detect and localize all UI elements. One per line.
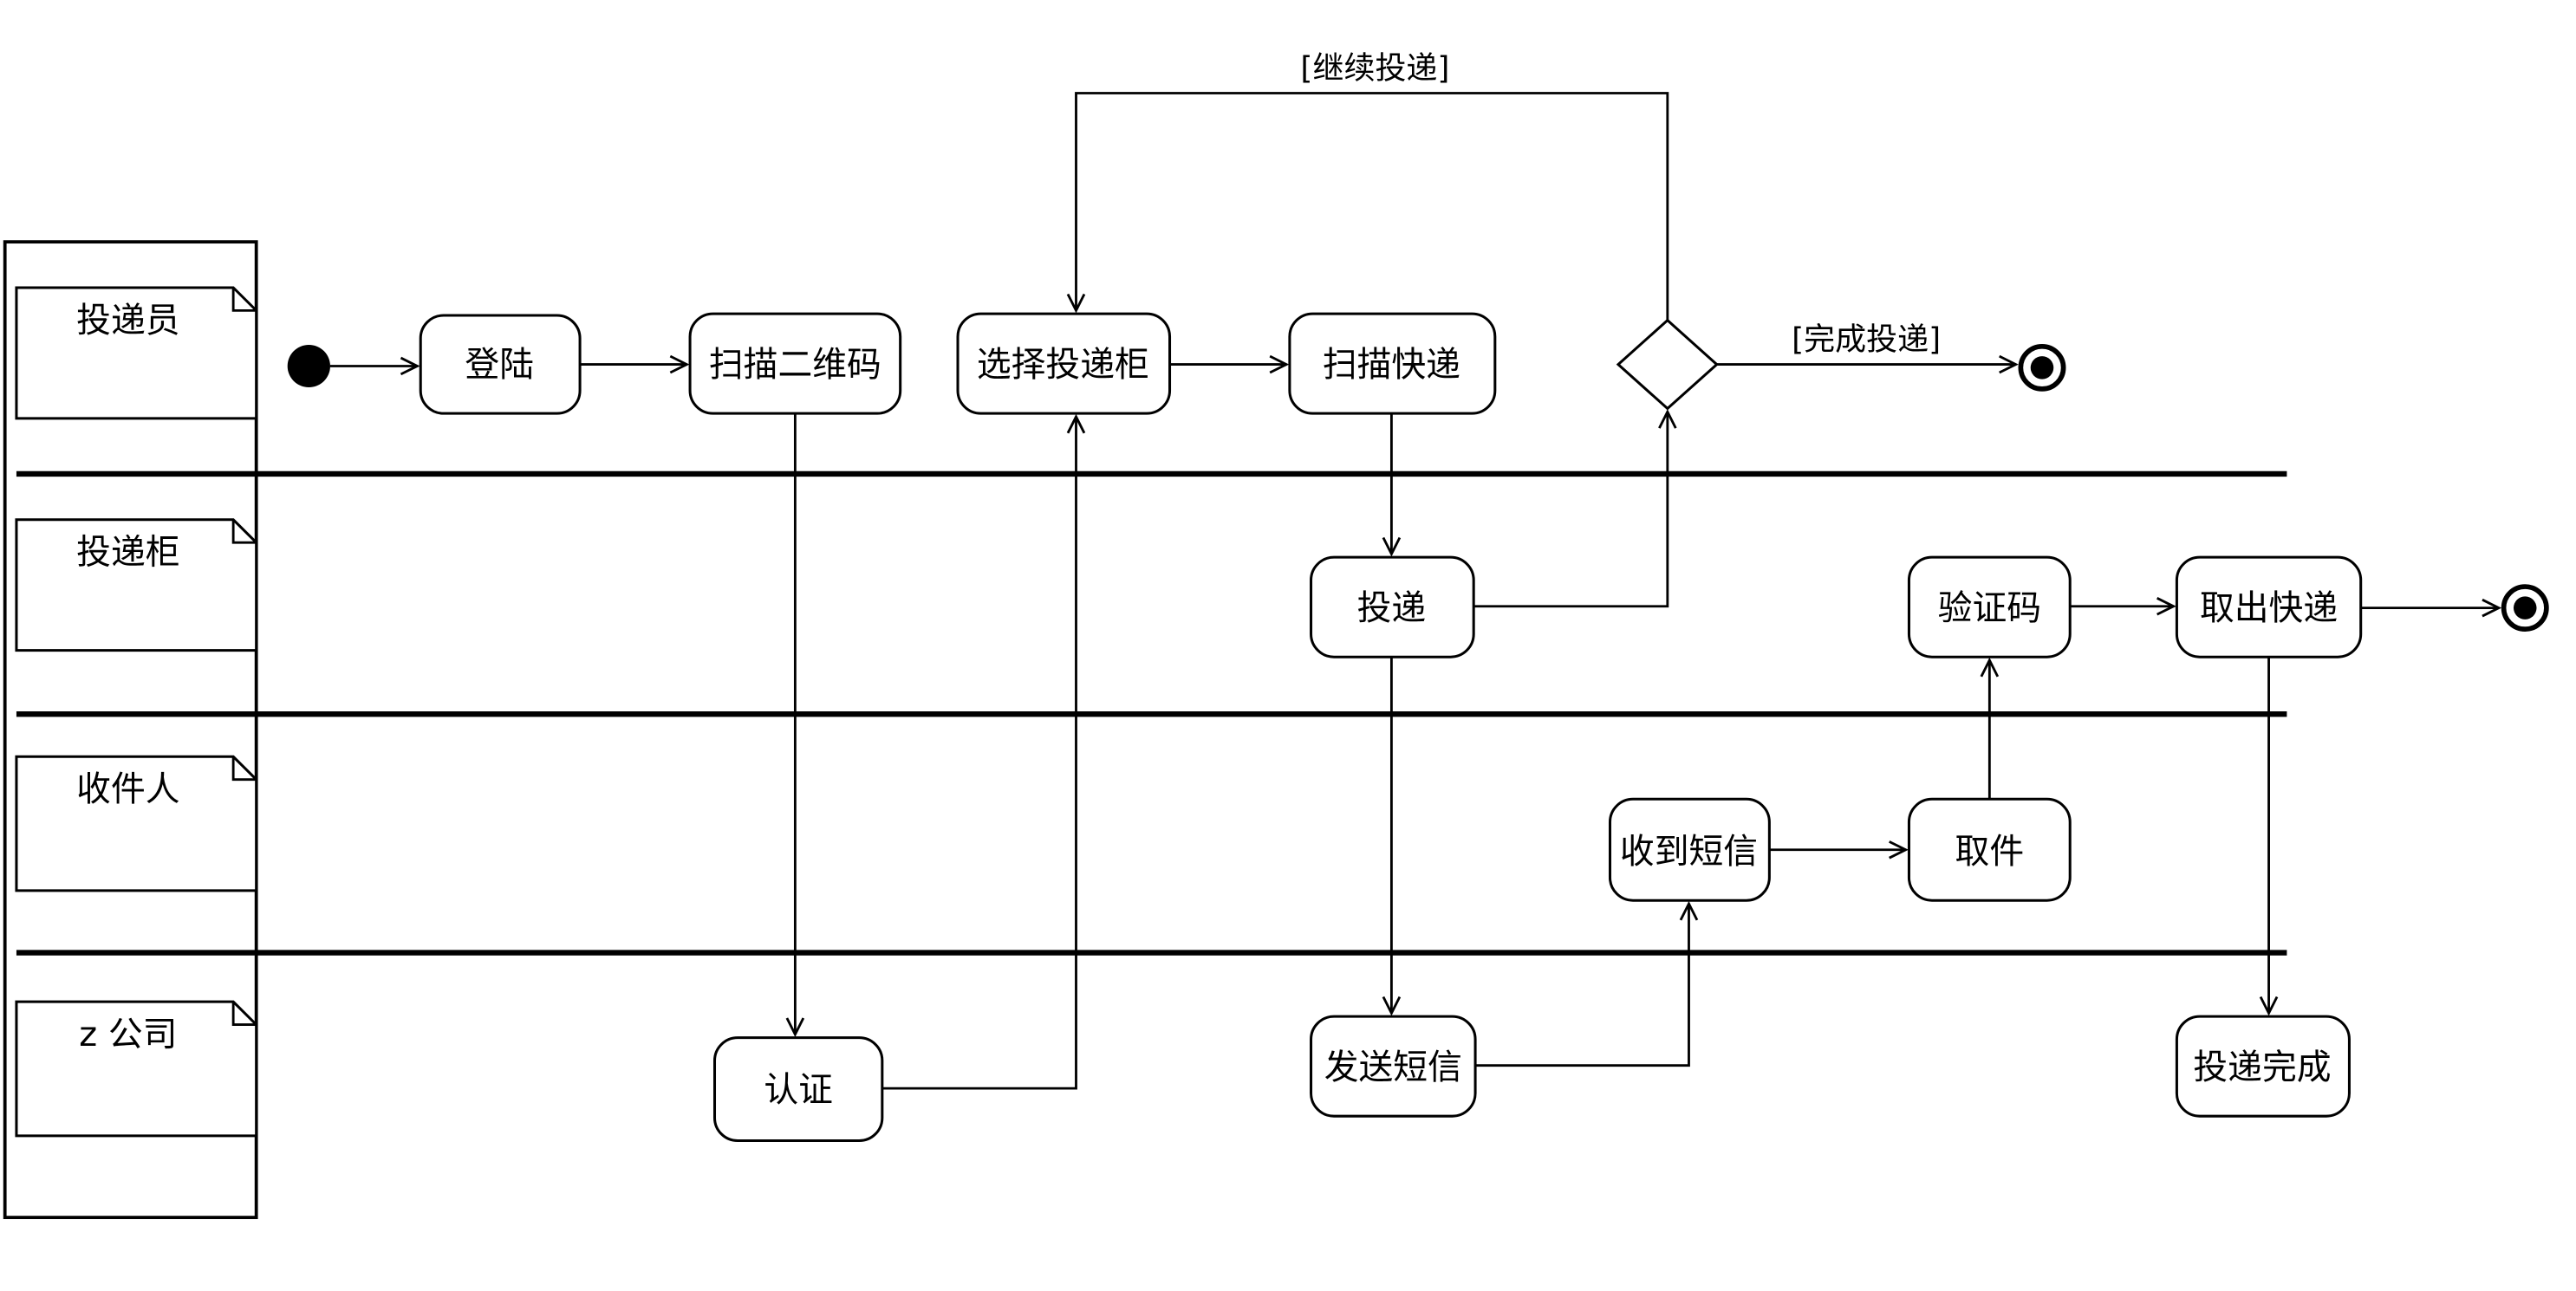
lane-label-locker: 投递柜 bbox=[15, 518, 258, 652]
final-node-courier bbox=[2018, 344, 2066, 392]
lane-note-shape bbox=[15, 286, 258, 420]
lane-note-fold-icon bbox=[231, 519, 257, 544]
action-node-verify-code: 验证码 bbox=[1907, 555, 2072, 658]
action-node-login: 登陆 bbox=[419, 314, 582, 415]
action-node-label: 验证码 bbox=[1938, 588, 2041, 628]
action-node-shape bbox=[1310, 1015, 1477, 1118]
action-node-shape bbox=[1608, 797, 1771, 902]
action-node-label: 投递 bbox=[1357, 588, 1427, 628]
edge-send-sms-to-receive-sms bbox=[1475, 900, 1699, 1067]
lane-note-shape bbox=[15, 755, 258, 892]
swimlane-header-column: 投递员 投递柜 收件人 z 公司 bbox=[3, 240, 258, 1220]
edges bbox=[329, 92, 2502, 1090]
action-node-label: 扫描快递 bbox=[1323, 345, 1460, 385]
action-node-shape bbox=[419, 314, 582, 415]
action-node-label: 认证 bbox=[764, 1070, 833, 1110]
action-node-label: 发送短信 bbox=[1324, 1048, 1462, 1087]
final-node-inner-dot bbox=[2030, 356, 2054, 380]
action-node-label: 投递完成 bbox=[2193, 1048, 2331, 1087]
action-node-shape bbox=[2175, 1015, 2351, 1118]
edge-decision-loop-to-select-locker bbox=[1066, 92, 1669, 321]
final-node-inner-dot bbox=[2513, 596, 2537, 620]
action-node-scan-parcel: 扫描快递 bbox=[1288, 312, 1497, 415]
lane-label-text: 投递员 bbox=[76, 301, 179, 341]
final-node-locker bbox=[2501, 584, 2549, 632]
final-node-outer-ring bbox=[2501, 584, 2549, 632]
lane-label-text: 收件人 bbox=[76, 769, 179, 809]
guard-label-continue-delivery: [继续投递] bbox=[1300, 51, 1449, 87]
action-node-delivery-done: 投递完成 bbox=[2175, 1015, 2351, 1118]
action-node-take-out: 取出快递 bbox=[2175, 555, 2363, 658]
guard-label-finish-delivery: [完成投递] bbox=[1792, 322, 1941, 358]
lane-note-shape bbox=[15, 518, 258, 652]
action-node-shape bbox=[688, 312, 902, 415]
lane-note-fold-icon bbox=[231, 1002, 257, 1026]
action-node-label: 取件 bbox=[1955, 832, 2025, 872]
action-node-label: 扫描二维码 bbox=[709, 345, 881, 385]
lane-label-company: z 公司 bbox=[15, 1000, 258, 1138]
action-node-shape bbox=[1310, 555, 1475, 658]
action-node-authenticate: 认证 bbox=[712, 1036, 884, 1142]
action-node-shape bbox=[2175, 555, 2363, 658]
action-node-scan-qr: 扫描二维码 bbox=[688, 312, 902, 415]
action-node-shape bbox=[956, 312, 1172, 415]
lane-note-fold-icon bbox=[231, 756, 257, 782]
initial-node bbox=[287, 344, 330, 387]
edge-authenticate-to-select-locker bbox=[881, 413, 1086, 1090]
action-node-send-sms: 发送短信 bbox=[1310, 1015, 1477, 1118]
lane-label-recipient: 收件人 bbox=[15, 755, 258, 892]
action-node-select-locker: 选择投递柜 bbox=[956, 312, 1172, 415]
lane-label-text: z 公司 bbox=[79, 1015, 177, 1054]
edge-deliver-to-decision bbox=[1473, 409, 1677, 608]
action-node-shape bbox=[1907, 797, 2072, 902]
lane-note-fold-icon bbox=[231, 287, 257, 312]
action-node-label: 选择投递柜 bbox=[977, 345, 1149, 385]
action-node-label: 登陆 bbox=[465, 345, 534, 385]
lane-note-shape bbox=[15, 1000, 258, 1138]
action-node-deliver: 投递 bbox=[1310, 555, 1475, 658]
action-node-label: 取出快递 bbox=[2200, 588, 2338, 628]
action-node-receive-sms: 收到短信 bbox=[1608, 797, 1771, 902]
final-node-outer-ring bbox=[2018, 344, 2066, 392]
lane-header-frame bbox=[3, 240, 258, 1220]
action-node-shape bbox=[712, 1036, 884, 1142]
decision-diamond bbox=[1616, 318, 1719, 411]
action-node-shape bbox=[1288, 312, 1497, 415]
action-node-shape bbox=[1907, 555, 2072, 658]
action-node-pickup: 取件 bbox=[1907, 797, 2072, 902]
action-node-label: 收到短信 bbox=[1620, 832, 1758, 872]
lane-label-courier: 投递员 bbox=[15, 286, 258, 420]
lane-label-text: 投递柜 bbox=[76, 533, 179, 573]
